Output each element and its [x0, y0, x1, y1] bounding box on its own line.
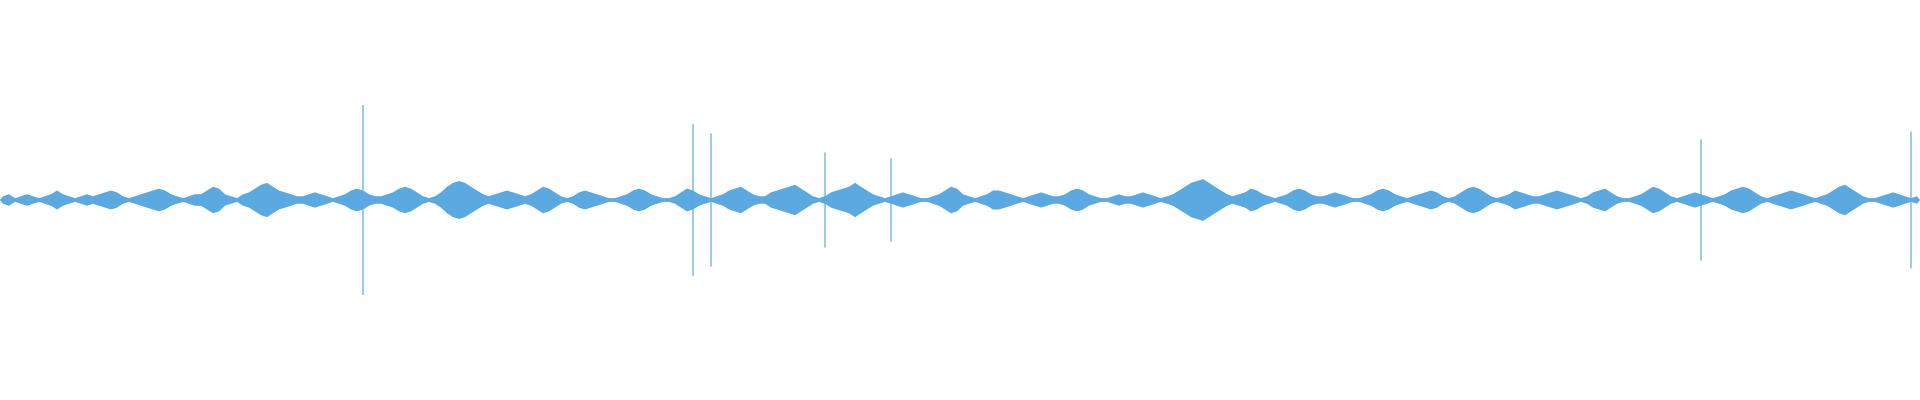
audio-waveform: [0, 105, 1920, 295]
